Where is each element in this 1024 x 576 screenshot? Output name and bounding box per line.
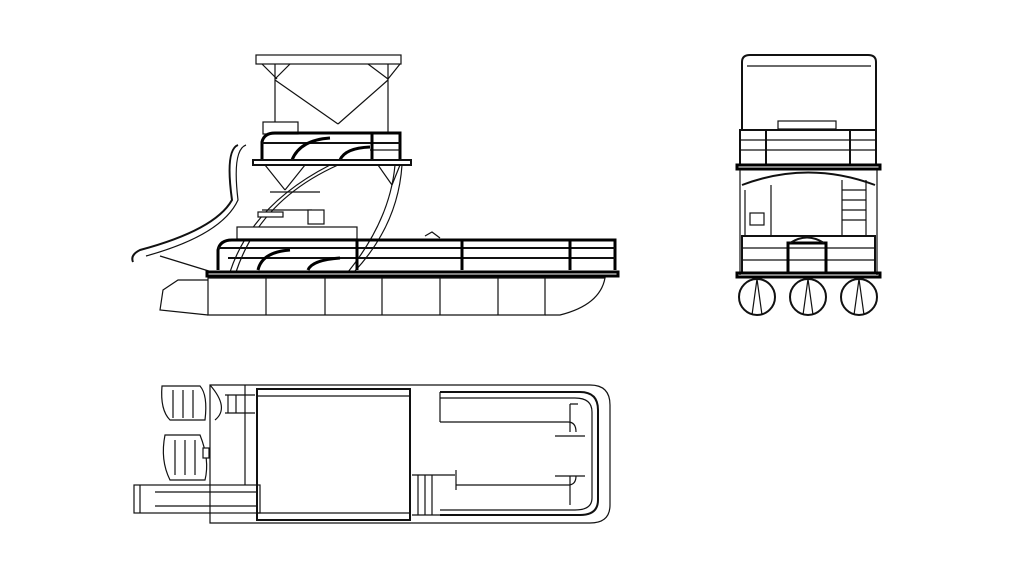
bimini-top <box>255 54 402 132</box>
bimini-top-plan <box>256 388 411 521</box>
slide <box>131 144 247 273</box>
outboard-engines <box>161 385 210 481</box>
swim-platform <box>133 484 261 514</box>
lower-seating <box>735 235 882 279</box>
bow-lounge <box>412 391 599 516</box>
plan-view <box>133 384 611 524</box>
side-view <box>131 54 620 316</box>
rear-view <box>735 54 882 316</box>
hull-outline <box>209 384 611 524</box>
main-deck-railing <box>216 231 617 271</box>
upper-rail <box>735 129 882 171</box>
bimini-frame <box>741 54 877 130</box>
upper-deck <box>252 121 412 191</box>
helm-console <box>236 209 358 240</box>
deck-and-pontoon <box>159 270 620 316</box>
pontoon-tubes <box>738 278 878 316</box>
lower-frame <box>739 170 878 275</box>
